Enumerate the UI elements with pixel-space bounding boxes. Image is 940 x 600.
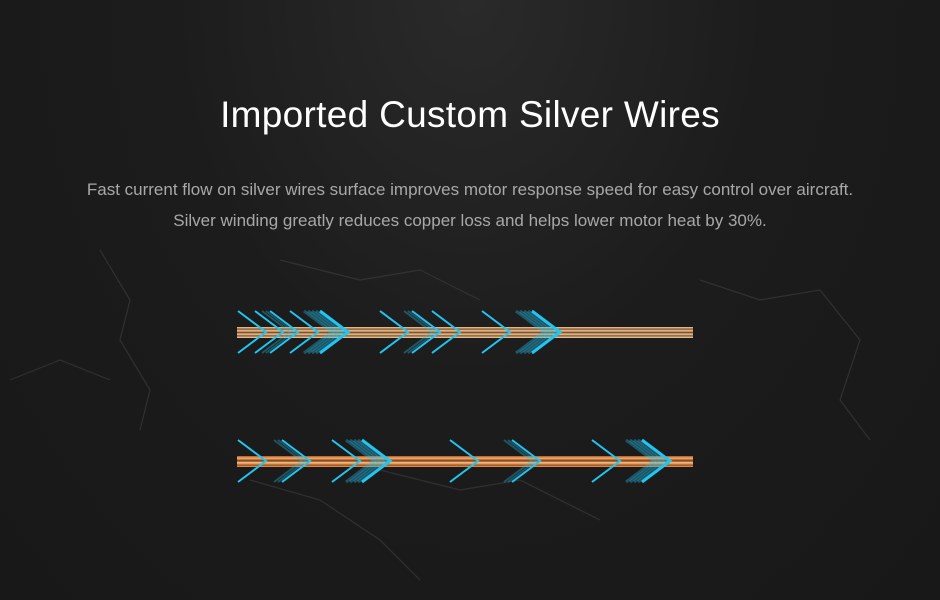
arrow-chevron-icon bbox=[345, 438, 377, 484]
arrow-chevron-icon bbox=[515, 309, 547, 355]
arrow-chevron-icon bbox=[403, 310, 434, 354]
arrow-chevron-icon bbox=[449, 439, 480, 483]
arrow-chevron-icon bbox=[281, 439, 312, 483]
page-title: Imported Custom Silver Wires bbox=[220, 94, 720, 135]
arrow-chevron-icon bbox=[481, 310, 512, 354]
arrow-chevron-icon bbox=[289, 310, 320, 354]
arrow-chevron-icon bbox=[625, 438, 657, 484]
arrow-chevron-icon bbox=[411, 310, 442, 354]
lightning-bolt bbox=[99, 249, 151, 431]
arrow-chevron-icon bbox=[269, 310, 300, 354]
lightning-bolt bbox=[379, 469, 601, 521]
arrow-chevron-icon bbox=[357, 438, 389, 484]
arrow-chevron-icon bbox=[331, 439, 362, 483]
silver-wire-top bbox=[237, 327, 693, 338]
arrow-chevron-icon bbox=[353, 438, 385, 484]
arrow-chevron-icon bbox=[641, 438, 673, 484]
arrow-chevron-icon bbox=[523, 309, 555, 355]
arrow-chevron-icon bbox=[407, 310, 438, 354]
copper-wire-bottom bbox=[237, 456, 693, 467]
arrow-chevron-icon bbox=[591, 439, 622, 483]
arrow-chevron-icon bbox=[311, 309, 343, 355]
arrow-chevron-icon bbox=[254, 310, 285, 354]
arrow-chevron-icon bbox=[237, 310, 268, 354]
arrow-chevron-icon bbox=[379, 310, 410, 354]
arrow-chevron-icon bbox=[237, 439, 268, 483]
arrow-chevron-icon bbox=[637, 438, 669, 484]
arrow-chevron-icon bbox=[307, 309, 339, 355]
arrow-chevron-icon bbox=[527, 309, 559, 355]
arrow-chevron-icon bbox=[303, 309, 335, 355]
lightning-bolt bbox=[9, 359, 111, 381]
arrow-chevron-icon bbox=[261, 310, 292, 354]
arrow-chevron-icon bbox=[431, 310, 462, 354]
arrow-chevron-icon bbox=[507, 439, 538, 483]
arrow-chevron-icon bbox=[315, 309, 347, 355]
description: Fast current flow on silver wires surfac… bbox=[86, 180, 854, 230]
lightning-bolt bbox=[249, 479, 421, 581]
arrow-chevron-icon bbox=[633, 438, 665, 484]
arrow-chevron-icon bbox=[519, 309, 551, 355]
arrow-chevron-icon bbox=[273, 439, 304, 483]
arrow-chevron-icon bbox=[265, 310, 296, 354]
arrow-chevron-icon bbox=[349, 438, 381, 484]
lightning-bolt bbox=[699, 279, 871, 441]
arrow-chevron-icon bbox=[503, 439, 534, 483]
arrow-chevron-icon bbox=[629, 438, 661, 484]
arrow-chevron-icon bbox=[319, 309, 351, 355]
arrow-chevron-icon bbox=[277, 439, 308, 483]
arrow-chevron-icon bbox=[511, 439, 542, 483]
lightning-bolt bbox=[279, 259, 481, 301]
arrow-chevron-icon bbox=[361, 438, 393, 484]
arrow-chevron-icon bbox=[531, 309, 563, 355]
